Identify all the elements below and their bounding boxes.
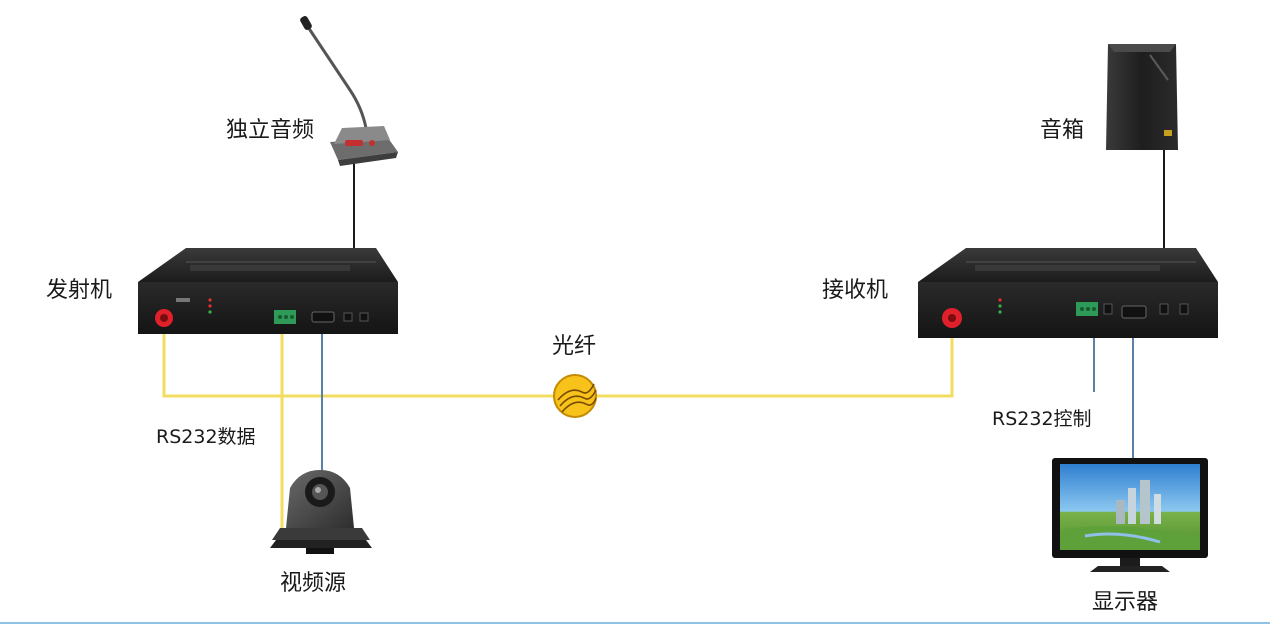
video-source-label: 视频源 <box>280 571 347 596</box>
receiver-device <box>918 248 1218 338</box>
camera-icon <box>270 470 372 554</box>
transmitter-label: 发射机 <box>46 278 113 303</box>
fiber-icon <box>553 374 597 418</box>
rs232-data-label: RS232数据 <box>156 426 256 448</box>
standalone-audio-label: 独立音频 <box>226 118 315 143</box>
receiver-label: 接收机 <box>822 278 889 303</box>
fiber-label: 光纤 <box>552 334 597 359</box>
bottom-divider <box>0 622 1270 624</box>
speaker-label: 音箱 <box>1040 118 1085 143</box>
transmitter-device <box>138 248 398 334</box>
rs232-control-label: RS232控制 <box>992 408 1092 430</box>
display-label: 显示器 <box>1092 590 1159 615</box>
speaker-icon <box>1106 44 1178 150</box>
microphone-icon <box>300 16 398 166</box>
display-icon <box>1052 458 1208 572</box>
